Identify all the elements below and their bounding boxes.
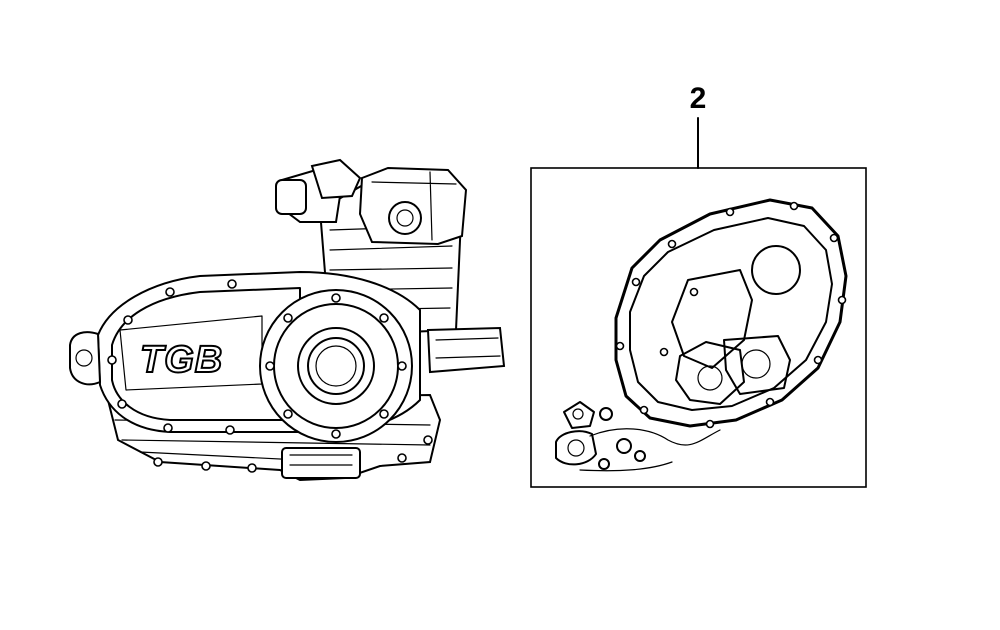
gasket-set-parts (555, 198, 848, 472)
callout-label-2: 2 (689, 82, 707, 115)
engine-assembly: TGB (69, 158, 506, 482)
engine-logo-text: TGB (140, 339, 223, 381)
gasket-set-frame (530, 167, 867, 488)
